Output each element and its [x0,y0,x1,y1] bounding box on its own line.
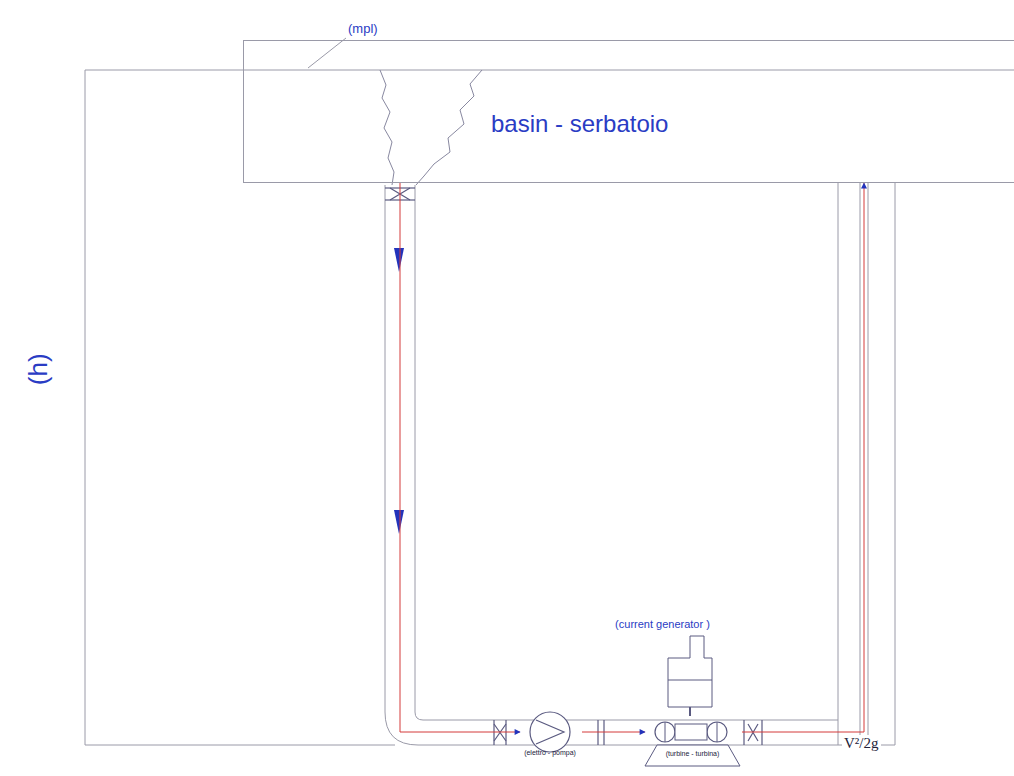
node-text: (elettro - pompa) [520,749,580,757]
head-label: (h) [24,353,53,385]
pipe-flow-line [400,183,520,732]
basin-box: basin - serbatoio [243,40,1014,183]
pipe-wall [385,185,838,745]
water-level-label: (mpl) [348,22,378,36]
head-frame-line [85,745,395,746]
return-pipe-wall [838,183,839,745]
leader-line [308,38,346,68]
water-vortex [416,70,482,185]
flow-arrow [394,510,404,534]
turbine-symbol-outline [645,716,740,766]
pipe-wall [415,185,838,720]
pipe-flow-line [742,183,864,732]
node-text: (turbine - turbina) [645,750,740,758]
node-text: (current generator ) [600,618,725,630]
water-level-line [85,70,1014,71]
velocity-head-label: V²/2g [842,735,881,752]
current-generator: (current generator ) [600,618,727,707]
node-text: basin - serbatoio [491,111,668,137]
head-frame-line [85,70,86,745]
water-vortex [380,70,394,185]
flow-arrow [394,248,404,272]
return-pipe-wall [860,183,861,745]
turbine-symbol: (turbine - turbina) [645,716,742,766]
pipe-flow-line [582,732,645,733]
return-pipe-wall [895,183,896,745]
current-generator-outline [600,618,725,707]
return-pipe-wall [868,183,869,745]
pipe-flow-line [689,707,691,716]
pump-symbol: (elettro - pompa) [520,708,582,760]
